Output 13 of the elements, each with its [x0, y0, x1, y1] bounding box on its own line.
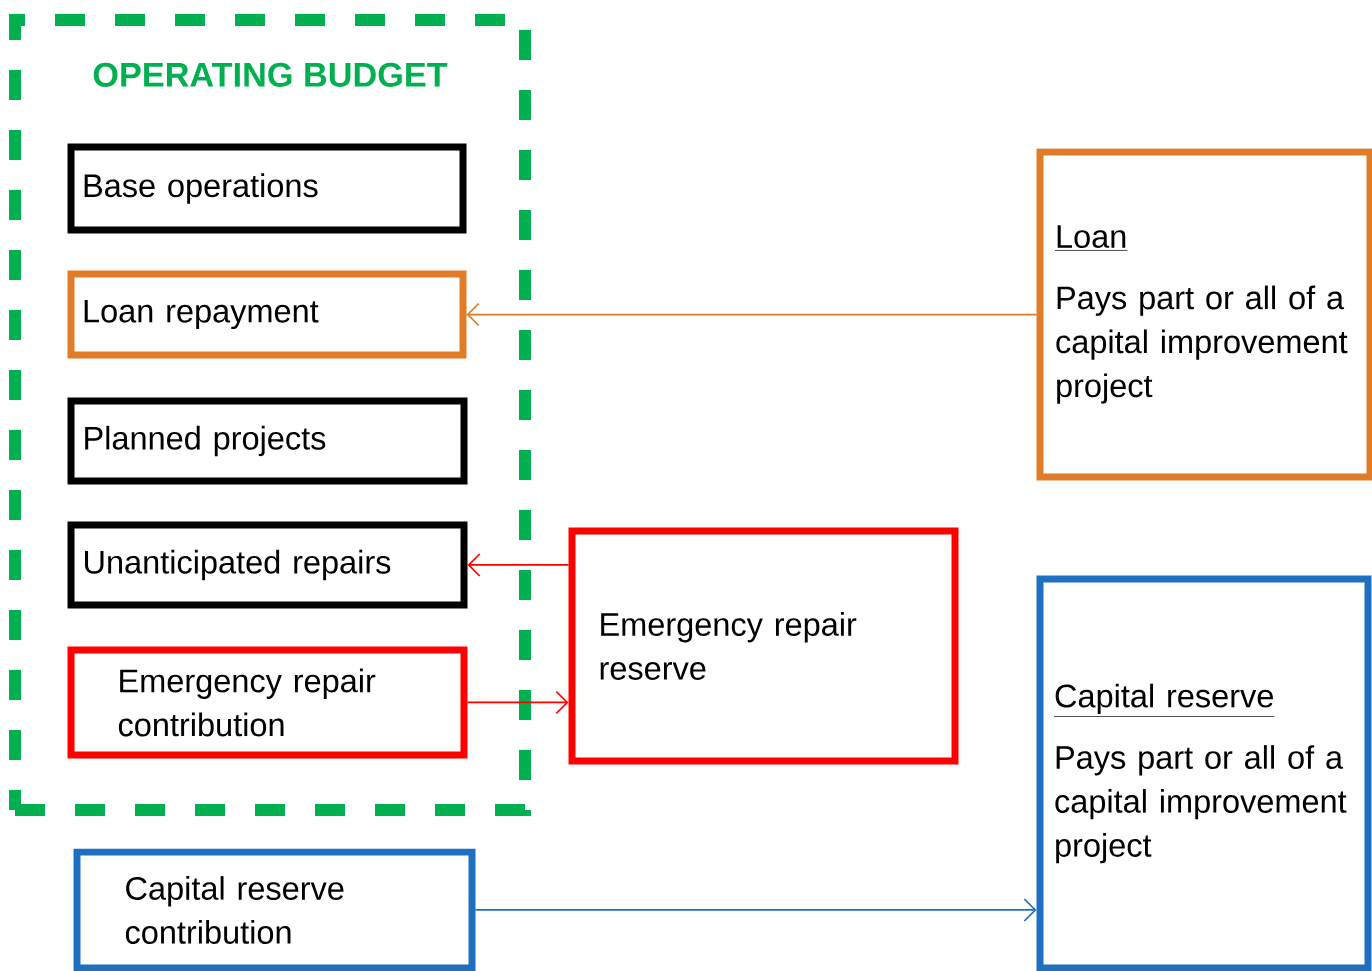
arrow: [467, 553, 570, 577]
text-box: Base operations: [67, 143, 467, 234]
text-box: Planned projects: [67, 397, 468, 485]
arrow: [466, 302, 1038, 327]
text-box: Capital reserve contribution: [73, 848, 476, 971]
text-box: Emergency repair reserve: [568, 527, 959, 765]
arrow: [474, 898, 1037, 922]
text-box: Emergency repair contribution: [67, 646, 468, 759]
text-box: Loan repayment: [67, 270, 467, 359]
arrow: [466, 690, 569, 715]
text-box: Capital reserve Pays part or all of a capital improvement project: [1036, 575, 1372, 971]
text-box: Loan Pays part or all of a capital improvement project: [1036, 148, 1372, 481]
text-box: Unanticipated repairs: [67, 521, 468, 609]
